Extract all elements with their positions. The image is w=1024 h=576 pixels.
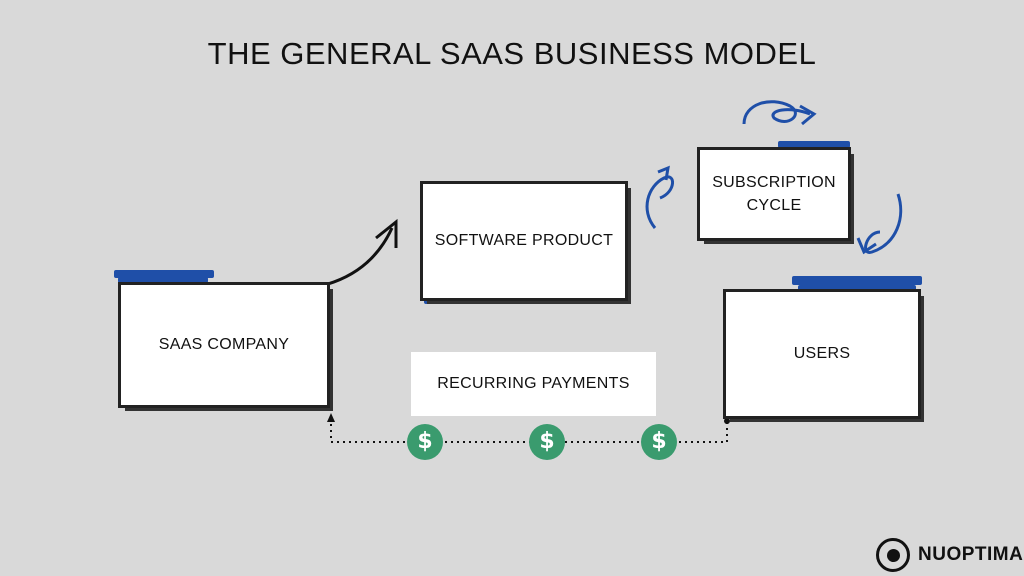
saas-company-highlight bbox=[114, 270, 214, 278]
software-product-node: SOFTWARE PRODUCT bbox=[420, 181, 631, 304]
subscription-cycle-label-line2: CYCLE bbox=[746, 197, 802, 214]
loop-arrow-left bbox=[645, 175, 674, 229]
brand-name: NUOPTIMA bbox=[918, 544, 1024, 565]
loop-arrow-right bbox=[864, 193, 903, 254]
loop-arrow-top bbox=[742, 100, 811, 125]
brand-logo: NUOPTIMA bbox=[876, 538, 1023, 572]
subscription-cycle-label-line1: SUBSCRIPTION bbox=[712, 174, 836, 191]
saas-company-label: SAAS COMPANY bbox=[158, 336, 290, 353]
software-product-label: SOFTWARE PRODUCT bbox=[434, 232, 614, 249]
users-label: USERS bbox=[793, 345, 851, 362]
subscription-cycle-node: SUBSCRIPTION CYCLE bbox=[697, 147, 854, 244]
recurring-payments-box: RECURRING PAYMENTS bbox=[411, 352, 656, 416]
saas-company-node: SAAS COMPANY bbox=[118, 282, 333, 411]
nuoptima-logo-icon bbox=[876, 538, 910, 572]
recurring-payments-label: RECURRING PAYMENTS bbox=[437, 375, 630, 392]
dollar-coin-icon: $ bbox=[407, 424, 443, 460]
dollar-coin-icon: $ bbox=[529, 424, 565, 460]
users-node: USERS bbox=[723, 289, 924, 422]
users-highlight bbox=[792, 276, 922, 285]
dollar-coin-icon: $ bbox=[641, 424, 677, 460]
subscription-cycle-highlight bbox=[778, 141, 850, 148]
diagram-title: THE GENERAL SAAS BUSINESS MODEL bbox=[207, 36, 817, 71]
